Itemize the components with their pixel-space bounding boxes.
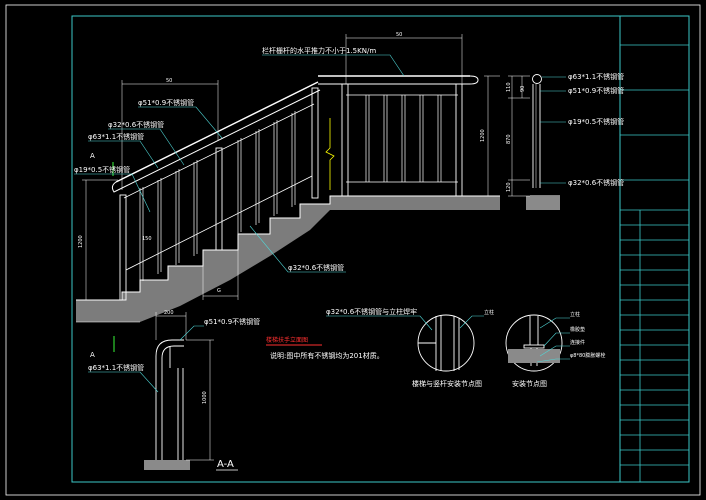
label-p51-top: φ51*0.9不锈钢管: [138, 98, 194, 107]
section-aa-dimensions: [155, 312, 214, 461]
slope-balusters: [139, 111, 296, 282]
top-note: 栏杆栅杆的水平推力不小于1.5KN/m: [262, 46, 376, 55]
detail-right-label-a: 立柱: [570, 311, 580, 318]
notes-text: 说明:图中所有不锈钢均为201材质。: [270, 351, 384, 360]
section-aa-title: A-A: [217, 459, 234, 470]
section-aa-label-p63: φ63*1.1不锈钢管: [88, 363, 144, 372]
detail-left-title: 楼梯与竖杆安装节点图: [412, 379, 482, 388]
top-note-leader: [262, 54, 405, 77]
section-aa-dim-height: 1000: [202, 391, 208, 404]
label-p63-upper: φ63*1.1不锈钢管: [88, 132, 144, 141]
dim-top-right: 50: [396, 32, 402, 38]
drawing-frame: [5, 4, 701, 496]
section-aa-dim-top: 200: [164, 310, 174, 316]
section-aa: A 200 1000 φ51*0.9不锈钢管 φ63*1.1不锈钢管 A-A: [88, 310, 260, 471]
detail-left: φ32*0.6不锈钢管与立柱焊牢 立柱 楼梯与竖杆安装节点图: [326, 307, 494, 388]
notes-title: 楼梯扶手立面图: [266, 336, 308, 344]
side-label-p32: φ32*0.6不锈钢管: [568, 178, 624, 187]
stair-elevation: 50 50 1200 1200 150 G 栏杆栅杆的水平推力不小于1.5KN/…: [74, 32, 500, 323]
stair-step-line: [76, 195, 500, 301]
detail-right: 立柱 橡胶垫 连接件 φ8*80膨胀螺栓 安装节点图: [505, 311, 605, 388]
side-dim-c: 870: [506, 134, 512, 144]
dim-top-left: 50: [166, 78, 172, 84]
detail-right-slab: [508, 349, 560, 363]
detail-right-label-d: φ8*80膨胀螺栓: [570, 352, 605, 359]
outer-border: [5, 4, 701, 496]
detail-left-label: φ32*0.6不锈钢管与立柱焊牢: [326, 307, 417, 316]
detail-left-tag: 立柱: [484, 309, 494, 316]
dim-height-mid: 1200: [480, 129, 486, 142]
dim-small: 150: [142, 236, 152, 242]
detail-right-circle: [505, 314, 563, 372]
side-view-geometry: [530, 74, 560, 197]
label-p19-left: φ19*0.5不锈钢管: [74, 165, 130, 174]
detail-right-label-b: 橡胶垫: [570, 326, 585, 333]
side-view-dimensions: [508, 75, 530, 197]
side-dim-a: 110: [506, 82, 512, 92]
section-aa-base: [144, 460, 190, 470]
dim-height-left: 1200: [78, 235, 84, 248]
side-view: 110 90 870 120 φ63*1.1不锈钢管 φ51*0.9不锈钢管 φ…: [506, 72, 624, 210]
side-label-p63: φ63*1.1不锈钢管: [568, 72, 624, 81]
elevation-dimensions: [82, 34, 500, 301]
slope-posts: [119, 87, 319, 301]
inner-border: [71, 15, 690, 483]
side-label-p19: φ19*0.5不锈钢管: [568, 117, 624, 126]
section-aa-geometry: [155, 339, 184, 460]
detail-right-title: 安装节点图: [512, 379, 547, 388]
section-mark-top: A: [90, 152, 95, 160]
dim-stair: G: [217, 288, 221, 294]
stair-concrete: [76, 196, 500, 322]
detail-right-label-c: 连接件: [570, 339, 585, 346]
notes: 楼梯扶手立面图 说明:图中所有不锈钢均为201材质。: [266, 336, 384, 360]
break-symbol: [325, 118, 335, 190]
section-aa-mark: A: [90, 351, 95, 359]
side-view-base: [526, 196, 560, 210]
side-dim-d: 120: [506, 182, 512, 192]
label-p32-lower: φ32*0.6不锈钢管: [288, 263, 344, 272]
side-label-p51: φ51*0.9不锈钢管: [568, 86, 624, 95]
label-p32-upper: φ32*0.6不锈钢管: [108, 120, 164, 129]
section-aa-label-p51: φ51*0.9不锈钢管: [204, 317, 260, 326]
side-dim-b: 90: [520, 86, 526, 92]
title-block-rows: [620, 44, 689, 482]
landing-railing: [318, 75, 479, 197]
